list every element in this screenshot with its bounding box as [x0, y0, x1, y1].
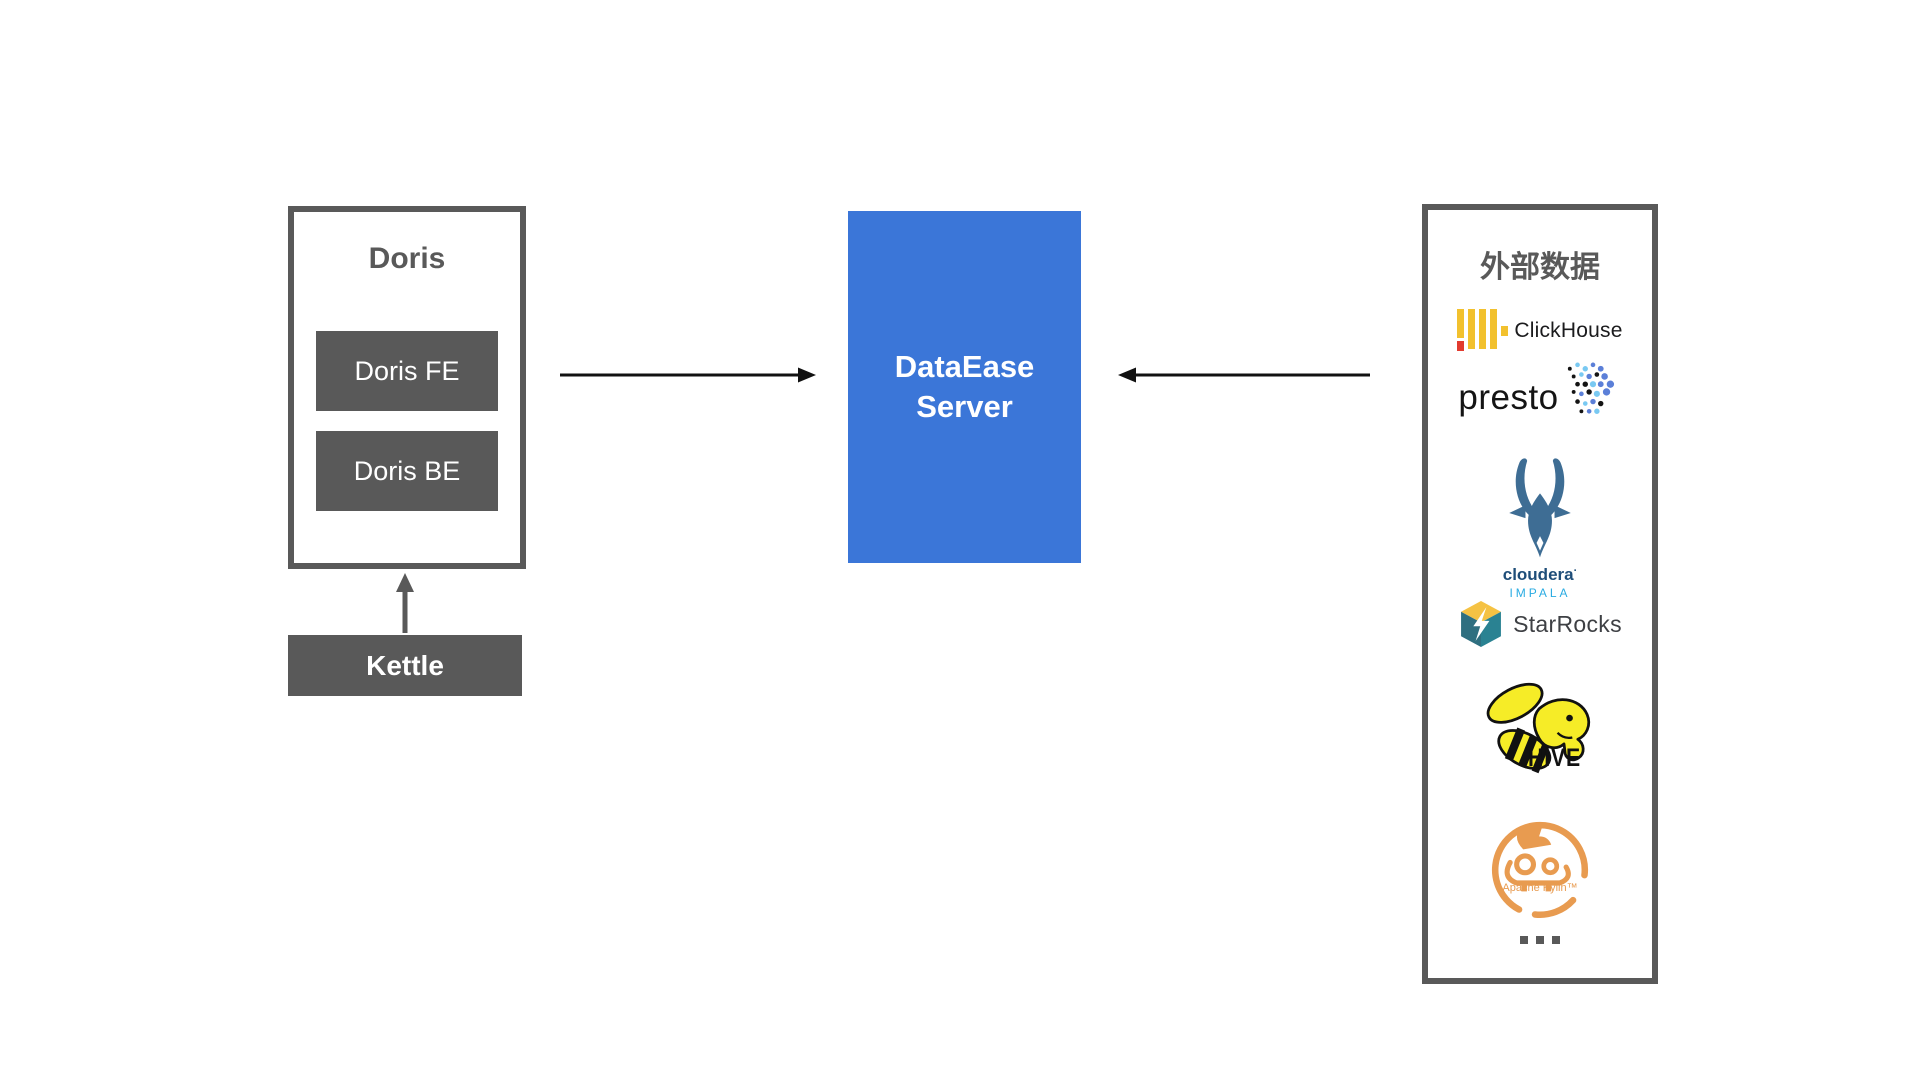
arrow-doris-to-dataease — [560, 367, 816, 383]
dataease-server-node: DataEase Server — [848, 211, 1081, 563]
presto-logo: presto — [1428, 362, 1652, 425]
kettle-node: Kettle — [288, 635, 522, 696]
hive-bee-icon — [1486, 682, 1591, 774]
presto-label: presto — [1458, 378, 1559, 417]
dataease-server-label-line2: Server — [916, 389, 1013, 424]
external-data-title: 外部数据 — [1480, 251, 1600, 284]
clickhouse-label: ClickHouse — [1514, 319, 1623, 342]
doris-fe-node: Doris FE — [316, 331, 498, 411]
impala-icon — [1509, 458, 1571, 558]
hive-label: HIVE — [1528, 744, 1582, 772]
kettle-label: Kettle — [366, 649, 444, 681]
cloudera-impala-logo: cloudera IMPALA — [1428, 454, 1652, 600]
hive-logo: HIVE — [1428, 678, 1652, 784]
impala-label: IMPALA — [1509, 586, 1571, 600]
doris-group-box: Doris Doris FE Doris BE — [288, 206, 526, 569]
clickhouse-icon — [1457, 309, 1509, 353]
doris-be-label: Doris BE — [353, 455, 461, 486]
apache-kylin-logo: Apache Kylin™ — [1428, 808, 1652, 934]
external-data-box: 外部数据 ClickHouse presto — [1422, 204, 1658, 984]
starrocks-icon — [1461, 601, 1502, 647]
clickhouse-logo: ClickHouse — [1428, 304, 1652, 358]
arrow-kettle-to-doris — [396, 573, 414, 633]
ellipsis-icon: ... — [1428, 936, 1652, 944]
dataease-server-label-line1: DataEase — [894, 349, 1035, 384]
cloudera-label: cloudera — [1428, 566, 1652, 586]
starrocks-label: StarRocks — [1513, 610, 1622, 637]
kylin-icon — [1491, 821, 1589, 919]
more-label: ... — [1516, 936, 1517, 937]
doris-be-node: Doris BE — [316, 431, 498, 511]
arrow-external-to-dataease — [1118, 367, 1370, 383]
starrocks-logo: StarRocks — [1428, 598, 1652, 650]
doris-group-title: Doris — [368, 242, 446, 275]
presto-dots-icon — [1567, 362, 1614, 414]
apache-kylin-label: Apache Kylin™ — [1502, 882, 1578, 894]
doris-fe-label: Doris FE — [354, 355, 460, 386]
